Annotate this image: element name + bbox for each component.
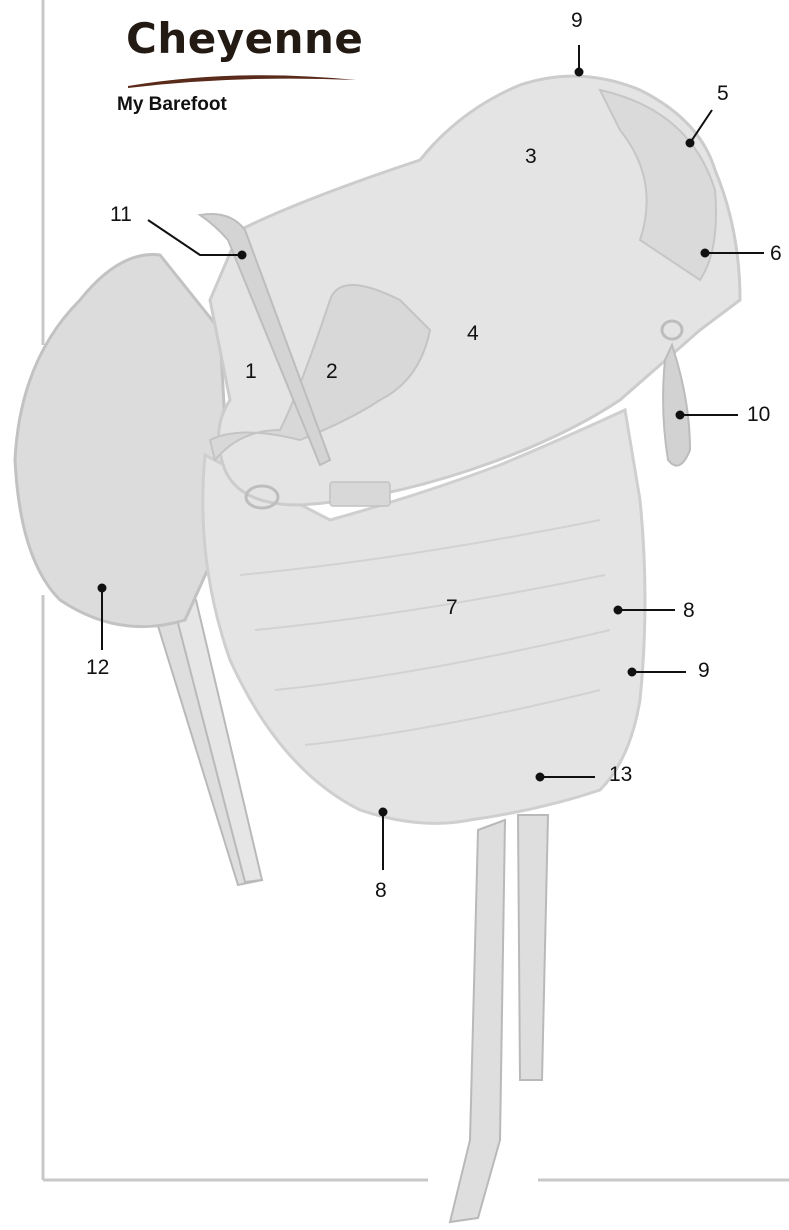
callout-label-4: 4: [467, 323, 479, 344]
brand-swoosh-graphic: [126, 66, 358, 90]
callout-label-3: 3: [525, 146, 537, 167]
callout-label-9-right: 9: [698, 660, 710, 681]
callout-label-13: 13: [609, 764, 632, 785]
feather-ornament: [663, 345, 690, 466]
callout-label-12: 12: [86, 657, 109, 678]
callout-label-10: 10: [747, 404, 770, 425]
callout-label-9-top: 9: [571, 10, 583, 31]
fleece-panel: [15, 255, 230, 627]
callout-label-2: 2: [326, 361, 338, 382]
brand-block: Cheyenne My Barefoot: [126, 14, 366, 134]
saddle-logo-tag: [330, 482, 390, 506]
callout-label-11: 11: [110, 204, 132, 225]
brand-logo-text: Cheyenne: [126, 14, 363, 63]
callout-label-8-right: 8: [683, 600, 695, 621]
callout-label-5: 5: [717, 83, 729, 104]
callout-label-1: 1: [245, 361, 257, 382]
brand-subtitle: My Barefoot: [117, 94, 227, 116]
callout-label-6: 6: [770, 243, 782, 264]
callout-label-7: 7: [446, 597, 458, 618]
callout-label-8-bottom: 8: [375, 880, 387, 901]
